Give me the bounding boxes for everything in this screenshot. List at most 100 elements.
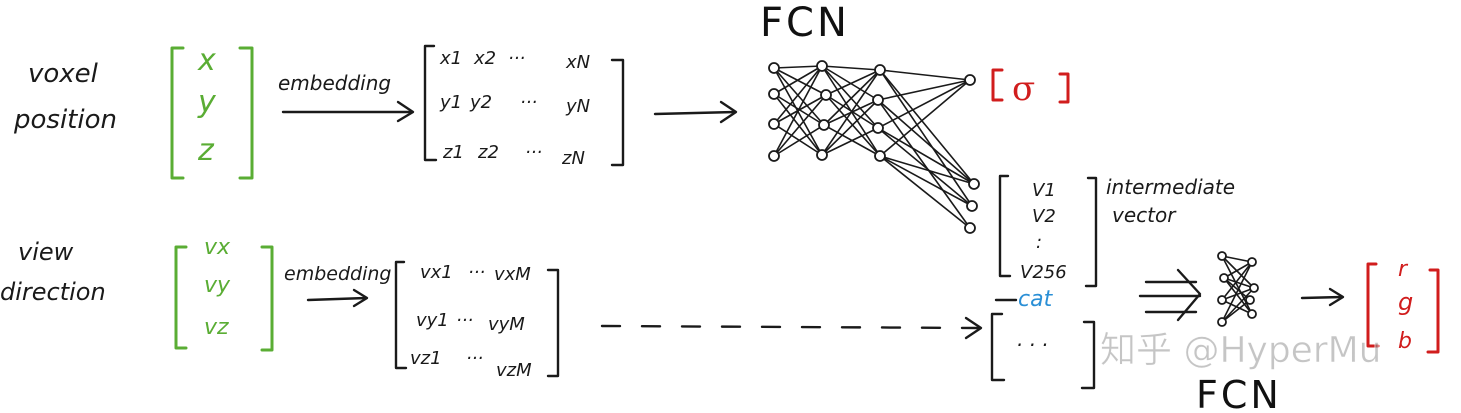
position-z: z	[197, 133, 215, 168]
matrix-cell: x1	[439, 48, 462, 69]
position-vector-left-bracket	[170, 46, 185, 180]
intermediate-dots: :	[1036, 232, 1042, 253]
fcn-node	[1247, 309, 1257, 319]
matrix-cell: ···	[468, 262, 485, 283]
matrix-cell: vyM	[488, 314, 525, 335]
fcn-node	[820, 89, 832, 101]
matrix-cell: vxM	[494, 264, 531, 285]
to-rgb-arrow	[1300, 287, 1345, 307]
matrix-cell: ···	[520, 92, 537, 113]
matrix-cell: ···	[456, 310, 473, 331]
direction-label: direction	[0, 278, 106, 306]
fcn-node	[768, 88, 780, 100]
direction-matrix-row-z: vz1 ··· vzM	[410, 348, 532, 381]
matrix-cell: vx1	[420, 262, 453, 283]
intermediate-v1: V1	[1032, 180, 1056, 201]
position-embedding-matrix: x1 x2 ··· xN y1 y2 ··· yN z1 z2 ··· zN	[423, 44, 625, 169]
view-label: view	[18, 238, 74, 266]
matrix-cell: vy1	[416, 310, 449, 331]
position-matrix-row-x: x1 x2 ··· xN	[439, 48, 590, 73]
position-matrix-row-z: z1 z2 ··· zN	[442, 142, 585, 169]
cat-vector-dots: · · ·	[1016, 333, 1048, 357]
cat-vector: · · ·	[990, 298, 1096, 390]
intermediate-vector: V1 V2 : V256	[998, 174, 1098, 288]
fcn-node	[818, 119, 830, 131]
fcn-node	[816, 60, 828, 72]
cat-label: cat	[1018, 287, 1054, 312]
fcn-bottom-network	[1217, 251, 1259, 327]
position-y: y	[197, 85, 217, 120]
fcn-node	[1249, 283, 1259, 293]
embedding-bottom-arrow	[306, 288, 369, 308]
embedding-top-arrow	[281, 100, 415, 123]
intermediate-label-line2: vector	[1112, 203, 1177, 227]
fcn-node	[1219, 273, 1229, 283]
intermediate-left-bracket	[998, 174, 1012, 278]
direction-vx: vx	[204, 235, 231, 260]
fcn-node	[1247, 257, 1257, 267]
position-matrix-row-y: y1 y2 ··· yN	[439, 92, 590, 117]
intermediate-right-bracket	[1084, 176, 1098, 288]
position-x: x	[197, 43, 216, 78]
cat-right-bracket	[1080, 320, 1096, 390]
matrix-cell: xN	[565, 52, 590, 73]
direction-matrix-row-x: vx1 ··· vxM	[420, 262, 531, 285]
fcn-node	[1217, 251, 1227, 261]
fcn-node	[964, 222, 976, 234]
position-matrix-right-bracket	[610, 58, 625, 167]
rgb-r: r	[1398, 257, 1409, 282]
matrix-cell: vz1	[410, 348, 442, 369]
position-matrix-left-bracket	[423, 44, 438, 162]
voxel-label: voxel	[28, 59, 99, 89]
fcn-node	[1217, 317, 1227, 327]
fcn-top-title: FCN	[760, 0, 850, 46]
fcn-bottom-title: FCN	[1196, 373, 1282, 413]
matrix-cell: vzM	[496, 360, 532, 381]
fcn-node	[964, 74, 976, 86]
fcn-node	[872, 94, 884, 106]
sigma-right-bracket	[1058, 72, 1070, 104]
matrix-cell: yN	[565, 96, 590, 117]
direction-matrix-left-bracket	[394, 260, 408, 370]
direction-embedding-matrix: vx1 ··· vxM vy1 ··· vyM vz1 ··· vzM	[394, 260, 560, 381]
intermediate-v2: V2	[1032, 206, 1056, 227]
color-output: r g b	[1366, 257, 1440, 354]
matrix-cell: ···	[525, 142, 542, 163]
fcn-node	[816, 149, 828, 161]
to-fcn-arrow	[653, 100, 738, 124]
fcn-node	[1217, 295, 1227, 305]
cat-left-bracket	[990, 312, 1006, 382]
direction-matrix-right-bracket	[546, 268, 560, 378]
rgb-b: b	[1398, 329, 1412, 354]
direction-vector-left-bracket	[174, 245, 188, 350]
rgb-g: g	[1398, 288, 1413, 316]
intermediate-label-line1: intermediate	[1106, 175, 1235, 199]
matrix-cell: ···	[466, 348, 483, 369]
matrix-cell: ···	[508, 48, 525, 69]
matrix-cell: y1	[439, 92, 462, 113]
intermediate-v256: V256	[1020, 262, 1067, 283]
density-output: σ	[991, 68, 1070, 109]
rgb-left-bracket	[1366, 262, 1380, 348]
direction-vz: vz	[204, 315, 229, 340]
position-vector: x y z	[170, 43, 254, 180]
fcn-node	[768, 118, 780, 130]
fcn-node	[768, 62, 780, 74]
fcn-top-network	[768, 60, 980, 234]
direction-vector-right-bracket	[260, 245, 274, 352]
fcn-node	[872, 122, 884, 134]
sigma-left-bracket	[991, 68, 1004, 102]
watermark: 知乎 @HyperMu	[1100, 330, 1382, 371]
dashed-arrow	[600, 316, 983, 340]
matrix-cell: zN	[561, 148, 585, 169]
fcn-node	[874, 64, 886, 76]
rgb-right-bracket	[1426, 268, 1440, 354]
embedding-bottom-label: embedding	[284, 263, 391, 285]
matrix-cell: z1	[442, 142, 464, 163]
embedding-top-label: embedding	[278, 71, 391, 95]
fcn-node	[768, 150, 780, 162]
matrix-cell: y2	[469, 92, 492, 113]
direction-matrix-row-y: vy1 ··· vyM	[416, 310, 525, 335]
matrix-cell: z2	[477, 142, 499, 163]
